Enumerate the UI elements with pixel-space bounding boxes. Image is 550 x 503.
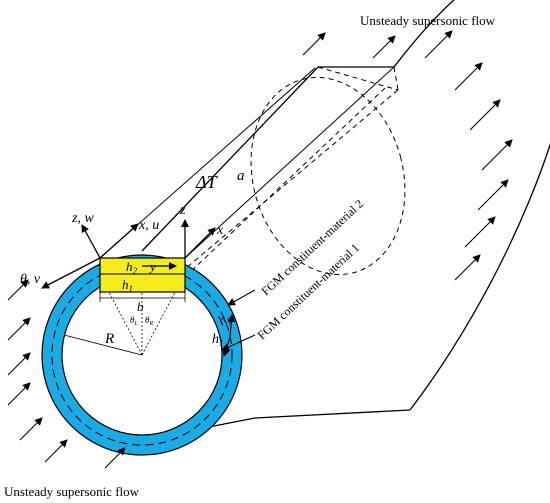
radius-line — [63, 334, 143, 356]
panel-h2-label: h2 — [126, 259, 138, 276]
theta-r-label: θR — [145, 315, 153, 327]
delta-t-label: ΔT — [195, 172, 219, 192]
flow-arrows — [7, 30, 513, 469]
coordinate-axes — [41, 219, 216, 289]
flow-bottom-label: Unsteady supersonic flow — [4, 484, 140, 499]
x-u-axis-label: x, u — [138, 218, 159, 233]
panel-width-b-label: b — [137, 299, 144, 314]
far-end-hidden — [185, 66, 406, 277]
radius-r-label: R — [104, 331, 114, 347]
fgm-panel — [99, 257, 186, 302]
panel-y-label: y — [148, 259, 156, 274]
length-a-label: a — [237, 168, 245, 184]
radial-lines — [99, 260, 185, 356]
flow-top-label: Unsteady supersonic flow — [360, 13, 496, 28]
ring-h1-label: h1 — [212, 332, 224, 348]
theta-l-label: θL — [130, 315, 138, 327]
z-axis-label: z — [179, 203, 186, 218]
pointer-arrows — [221, 289, 256, 357]
theta-v-axis-label: θ, v — [20, 272, 41, 287]
z-w-axis-label: z, w — [71, 211, 94, 226]
x-axis-label: x — [216, 223, 224, 238]
panel-h1-label: h1 — [122, 277, 133, 294]
